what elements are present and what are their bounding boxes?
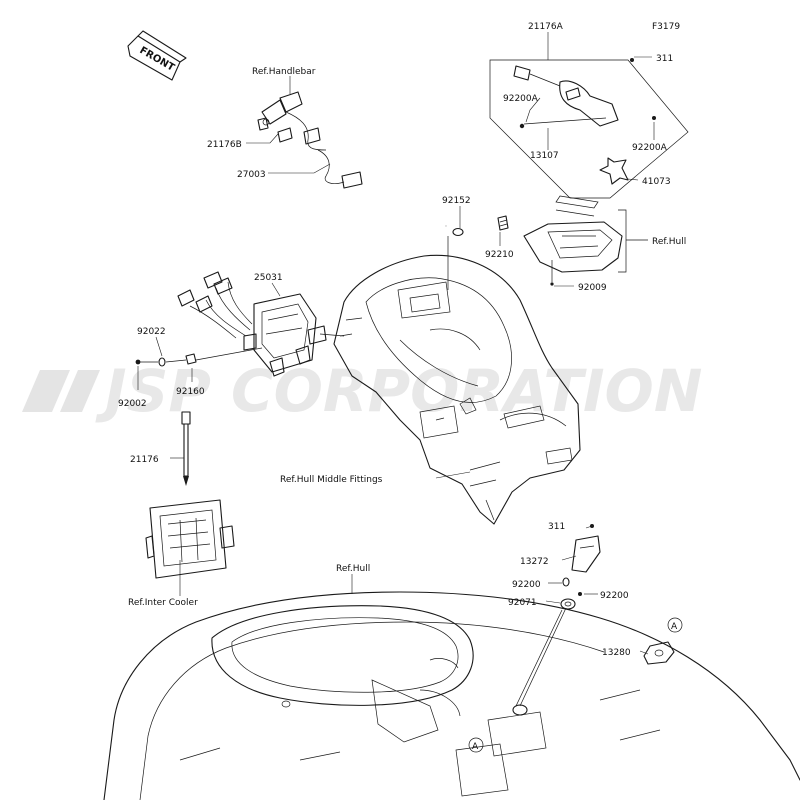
- small-fasteners-top: [447, 215, 509, 290]
- label-ref-hull-bottom: Ref.Hull: [336, 564, 370, 574]
- front-label: FRONT: [138, 45, 177, 74]
- label-92152: 92152: [442, 196, 471, 206]
- meter-cluster-assembly: [177, 271, 345, 377]
- label-41073: 41073: [642, 177, 671, 187]
- label-92200A-right: 92200A: [632, 143, 668, 153]
- label-92009: 92009: [578, 283, 607, 293]
- label-92200-left: 92200: [512, 580, 541, 590]
- label-13280: 13280: [602, 648, 631, 658]
- label-27003: 27003: [237, 170, 266, 180]
- hull-middle-fittings: [333, 225, 581, 525]
- label-92071: 92071: [508, 598, 537, 608]
- label-21176: 21176: [130, 455, 159, 465]
- meter-fasteners: [135, 347, 263, 367]
- part-labels: Ref.Handlebar 21176B 27003 21176A 311 92…: [118, 22, 686, 658]
- label-13107: 13107: [530, 151, 559, 161]
- inter-cooler-reference: [145, 499, 235, 579]
- label-92002: 92002: [118, 399, 147, 409]
- label-13272: 13272: [520, 557, 549, 567]
- lower-bracket-parts: A A: [468, 524, 683, 753]
- lower-hull-outline: [103, 591, 800, 800]
- label-21176A: 21176A: [528, 22, 564, 32]
- label-92160: 92160: [176, 387, 205, 397]
- leader-lines: [137, 32, 655, 655]
- label-ref-hull-middle: Ref.Hull Middle Fittings: [280, 475, 383, 485]
- label-21176B: 21176B: [207, 140, 242, 150]
- label-311-bottom: 311: [548, 522, 565, 532]
- label-ref-handlebar: Ref.Handlebar: [252, 67, 316, 77]
- hull-top-cover: [523, 195, 648, 286]
- label-92210: 92210: [485, 250, 514, 260]
- label-311-top: 311: [656, 54, 673, 64]
- figure-code: F3179: [652, 22, 680, 32]
- marker-a-bottom: A: [472, 742, 479, 752]
- label-92200-right: 92200: [600, 591, 629, 601]
- handlebar-switch-assembly: [257, 91, 363, 189]
- label-92022: 92022: [137, 327, 166, 337]
- marker-a-top: A: [671, 622, 678, 632]
- sensor-21176: [181, 411, 191, 486]
- label-92200A-left: 92200A: [503, 94, 539, 104]
- lanyard-switch-box: [489, 58, 689, 199]
- label-ref-inter-cooler: Ref.Inter Cooler: [128, 598, 198, 608]
- watermark-text: JSP CORPORATION: [95, 357, 702, 425]
- label-ref-hull-top: Ref.Hull: [652, 237, 686, 247]
- watermark-logo: JSP CORPORATION: [22, 357, 702, 425]
- label-25031: 25031: [254, 273, 283, 283]
- front-direction-arrow: FRONT: [127, 30, 187, 81]
